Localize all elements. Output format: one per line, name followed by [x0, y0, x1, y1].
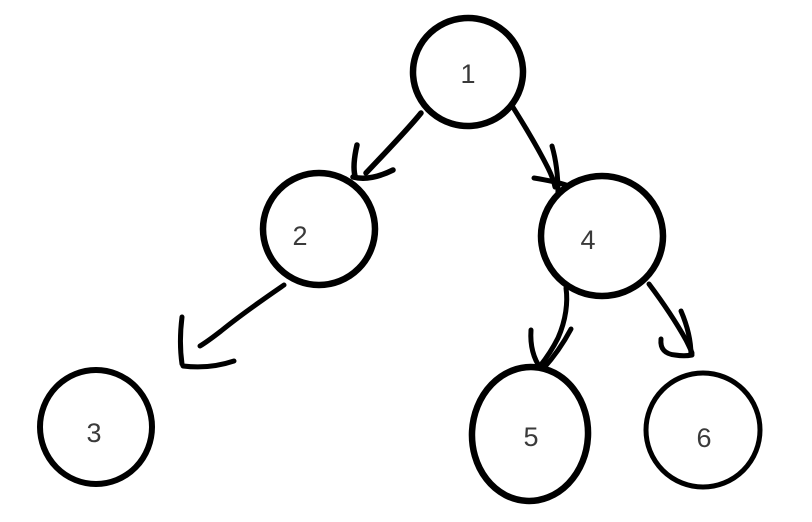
node-6-shape: [643, 370, 763, 490]
edge-1-to-4-arrowhead: [549, 143, 561, 195]
node-2-label: 2: [292, 221, 307, 251]
node-5[interactable]: 5: [468, 363, 592, 505]
edge-1-to-2-arrowhead-hook: [350, 167, 396, 181]
node-6[interactable]: 6: [643, 370, 763, 490]
node-3[interactable]: 3: [37, 367, 155, 487]
node-4-shape: [537, 172, 667, 300]
node-1-shape: [409, 14, 527, 130]
edge-4-to-5[interactable]: [528, 285, 574, 372]
edge-4-to-5-arrowhead-left: [528, 327, 544, 372]
node-1-label: 1: [460, 59, 475, 89]
edge-4-to-5-shaft: [537, 285, 570, 369]
edge-2-to-3-arrowhead: [178, 314, 185, 367]
edge-4-to-6-arrowhead-hook: [658, 336, 695, 359]
node-1[interactable]: 1: [409, 14, 527, 130]
edge-2-to-3-arrowhead-hook: [180, 358, 237, 370]
edge-1-to-2-shaft: [363, 110, 424, 176]
edge-1-to-2-arrowhead: [351, 142, 360, 179]
edge-2-to-3[interactable]: [178, 282, 287, 370]
edge-1-to-4-arrowhead-hook: [531, 175, 569, 188]
node-2-shape: [259, 169, 379, 289]
node-2[interactable]: 2: [259, 169, 379, 289]
edge-4-to-6-arrowhead: [678, 308, 694, 358]
node-3-label: 3: [86, 418, 101, 448]
edge-4-to-6[interactable]: [646, 281, 695, 359]
node-5-label: 5: [523, 422, 538, 452]
node-5-shape: [468, 363, 592, 505]
node-3-shape: [37, 367, 155, 487]
node-4[interactable]: 4: [537, 172, 667, 300]
node-6-label: 6: [696, 423, 711, 453]
edge-1-to-4[interactable]: [501, 90, 569, 195]
node-4-label: 4: [580, 225, 595, 255]
edge-2-to-3-shaft: [197, 282, 287, 349]
edge-1-to-2[interactable]: [350, 110, 424, 181]
